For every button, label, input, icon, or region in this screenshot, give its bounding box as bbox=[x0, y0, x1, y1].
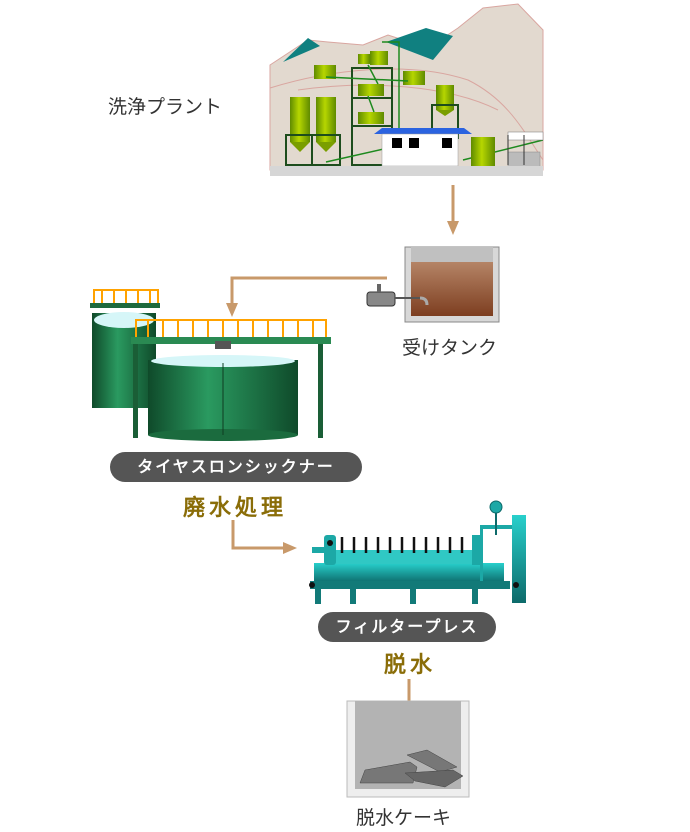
mountain-peak bbox=[386, 28, 453, 60]
sludge-level bbox=[411, 262, 493, 316]
cake-bin-illustration bbox=[346, 679, 470, 798]
flow-arrow-tank-to-thickener bbox=[226, 276, 387, 317]
cake-slab bbox=[359, 761, 418, 784]
cake-label: 脱水ケーキ bbox=[356, 807, 452, 829]
thickener-process-label: 廃水処理 bbox=[183, 496, 288, 521]
mountain-peak bbox=[283, 38, 320, 62]
receiving-tank-illustration bbox=[366, 246, 500, 323]
filter-press-process-label: 脱水 bbox=[384, 653, 437, 678]
washing-plant-label: 洗浄プラント bbox=[108, 96, 223, 118]
building-roof bbox=[374, 128, 472, 134]
thickener-illustration bbox=[90, 289, 331, 441]
receiving-tank-label: 受けタンク bbox=[402, 337, 498, 359]
filter-press-illustration bbox=[309, 500, 526, 604]
flow-arrow-plant-to-tank bbox=[447, 185, 459, 235]
flow-arrow-thickener-to-press bbox=[231, 520, 297, 554]
cake-slab bbox=[406, 749, 458, 773]
thickener-equipment-badge: タイヤスロンシックナー bbox=[110, 452, 362, 482]
filter-press-equipment-badge: フィルタープレス bbox=[318, 612, 496, 642]
cake-slab bbox=[404, 769, 464, 788]
washing-plant-illustration bbox=[269, 3, 544, 176]
